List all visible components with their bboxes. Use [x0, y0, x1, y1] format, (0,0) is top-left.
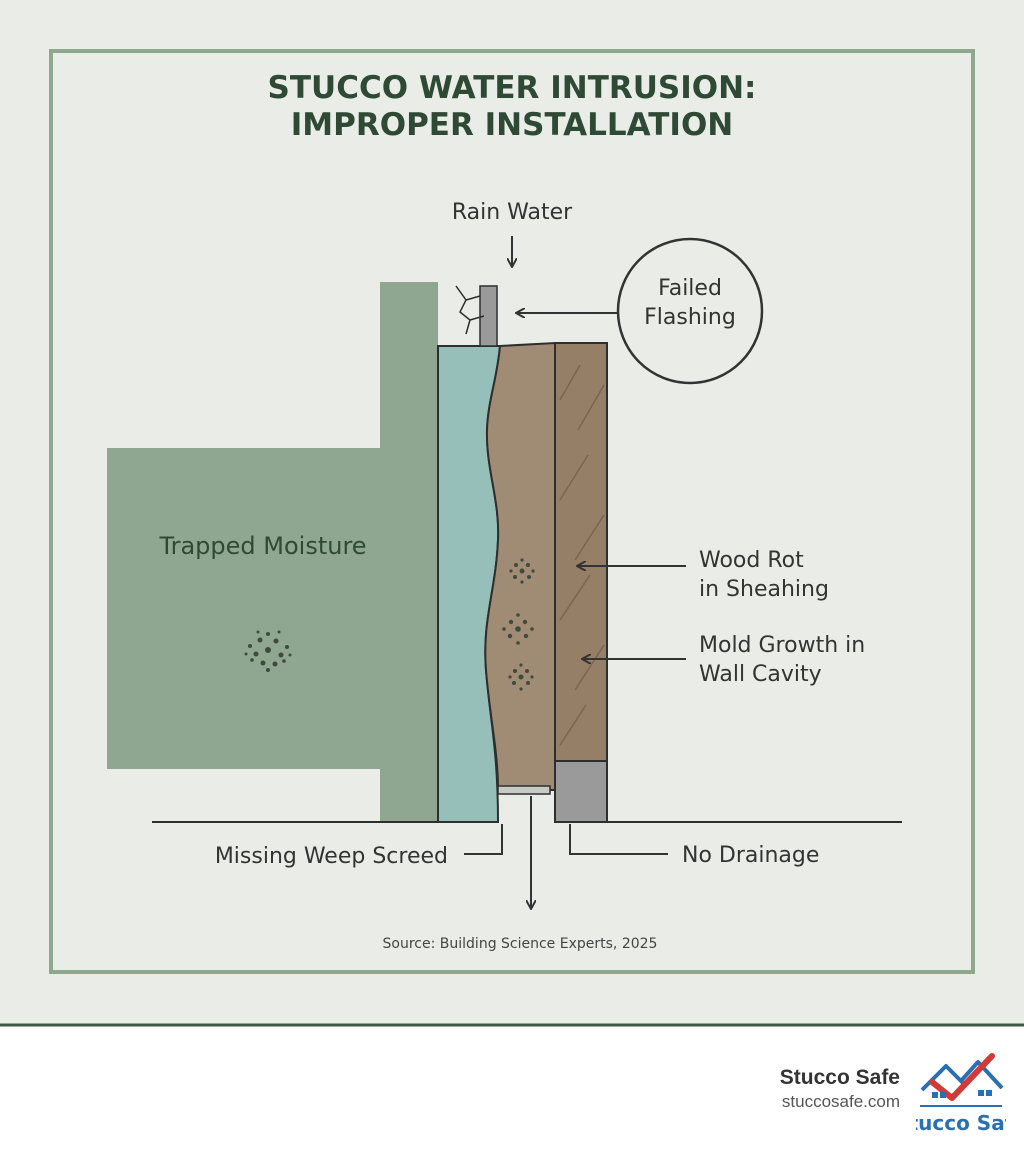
missing-weep-screed-gap: [497, 785, 551, 795]
brand-block: Stucco Safe stuccosafe.com: [780, 1065, 900, 1113]
brand-url: stuccosafe.com: [781, 1092, 900, 1111]
failed-flashing-label-2: Flashing: [644, 305, 736, 330]
no-drainage-leader: [569, 824, 668, 855]
frame-border: [49, 49, 975, 974]
title-line-1: STUCCO WATER INTRUSION:: [268, 70, 757, 106]
footer-background: [0, 1027, 1024, 1154]
brand-name: Stucco Safe: [779, 1066, 900, 1089]
drainage-block: [554, 760, 608, 823]
no-drainage-label: No Drainage: [682, 843, 819, 868]
trapped-moisture-area: [107, 448, 407, 769]
title-line-2: IMPROPER INSTALLATION: [291, 107, 734, 143]
crack-icon: [455, 285, 485, 335]
rain-water-label: Rain Water: [452, 200, 573, 225]
mold-icon-cavity: [502, 558, 535, 691]
mold-growth-label-1: Mold Growth in: [699, 633, 865, 658]
check-icon: [929, 1053, 995, 1101]
weep-screed-leader: [464, 824, 503, 855]
failed-flashing-label-1: Failed: [658, 276, 722, 301]
failed-flashing-callout-circle: [616, 237, 764, 385]
wood-grain-lines: [559, 364, 605, 746]
wall-column: [380, 282, 438, 822]
stucco-safe-logo: tucco Saf: [916, 1053, 1006, 1135]
source-caption: Source: Building Science Experts, 2025: [383, 936, 658, 952]
logo-text: tucco Saf: [916, 1111, 1006, 1135]
sheathing-layer: [484, 341, 556, 791]
wood-rot-label-1: Wood Rot: [699, 548, 804, 573]
wood-rot-label-2: in Sheahing: [699, 577, 829, 602]
mold-growth-label-2: Wall Cavity: [699, 662, 822, 687]
failed-flashing: [479, 285, 498, 347]
trapped-moisture-label: Trapped Moisture: [158, 532, 366, 560]
mold-icon-trapped: [244, 630, 292, 672]
missing-weep-screed-label: Missing Weep Screed: [215, 844, 448, 869]
